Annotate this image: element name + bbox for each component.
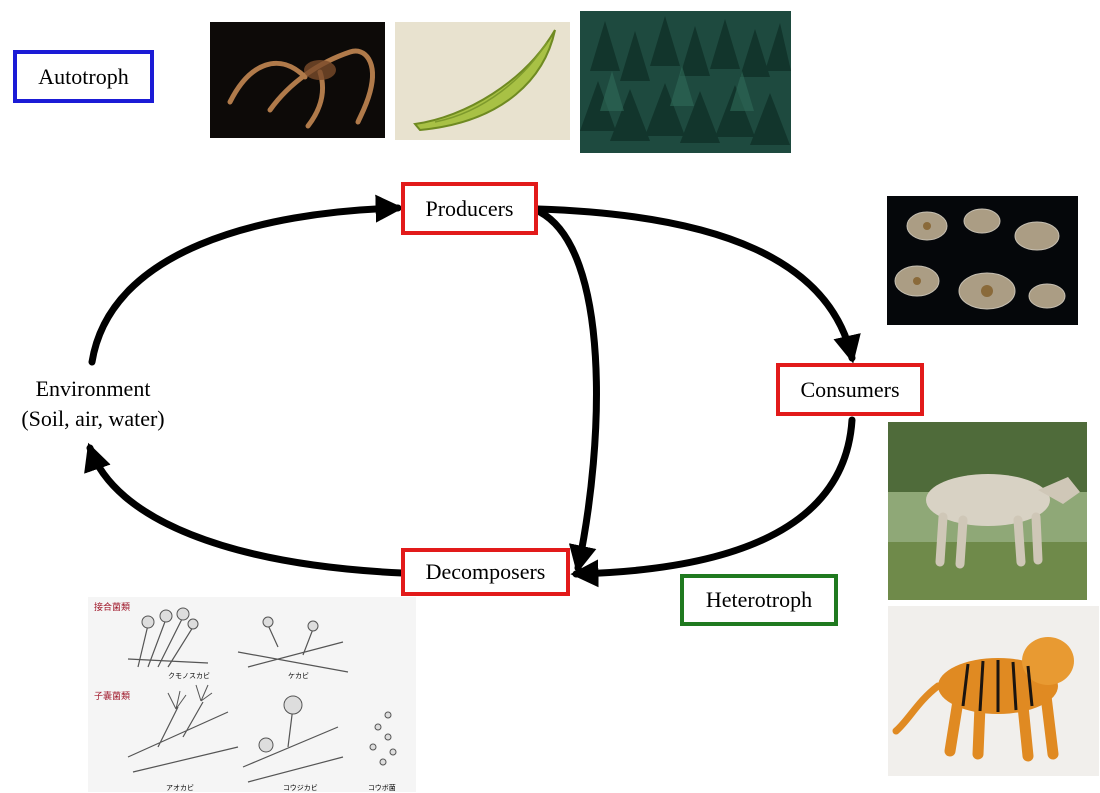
- producers-box: Producers: [401, 182, 538, 235]
- environment-line-2: (Soil, air, water): [4, 404, 182, 434]
- forest-image: [580, 11, 791, 153]
- environment-line-1: Environment: [4, 374, 182, 404]
- autotroph-label: Autotroph: [13, 50, 154, 103]
- environment-label: Environment (Soil, air, water): [4, 374, 182, 434]
- cow-image: [888, 422, 1087, 600]
- fungi-caption-1: クモノスカビ: [168, 671, 210, 681]
- fungi-illustration: 接合菌類 子嚢菌類 クモノスカビ ケカビ アオカビ コウジカビ コウボ菌: [88, 597, 416, 792]
- tiger-image: [888, 606, 1099, 776]
- fungi-caption-2: ケカビ: [288, 671, 309, 681]
- arrow-consumers-to-decomposers: [576, 420, 852, 574]
- arrow-environment-to-producers: [92, 208, 398, 362]
- fungi-drawings: [88, 597, 416, 792]
- diatom-image: [395, 22, 570, 140]
- zooplankton-image: [887, 196, 1078, 325]
- heterotroph-label: Heterotroph: [680, 574, 838, 626]
- arrow-decomposers-to-environment: [90, 448, 402, 573]
- dinoflagellate-image: [210, 22, 385, 138]
- consumers-box: Consumers: [776, 363, 924, 416]
- decomposers-box: Decomposers: [401, 548, 570, 596]
- arrow-producers-to-decomposers: [540, 212, 596, 568]
